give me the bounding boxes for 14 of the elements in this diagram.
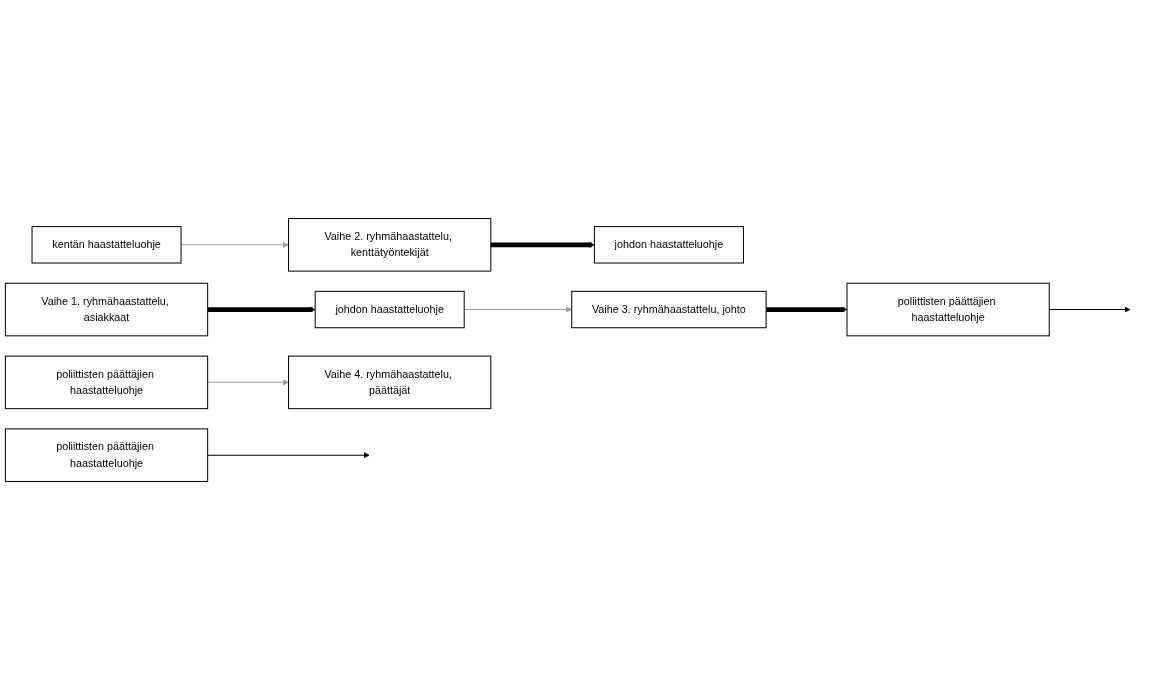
- arrow: [490, 241, 595, 248]
- node-box: Vaihe 2. ryhmähaastattelu, kenttätyöntekijät: [288, 218, 492, 272]
- node-box: johdon haastatteluohje: [593, 226, 744, 264]
- node-box: poliittisten päättäjien haastatteluohje: [846, 282, 1050, 337]
- node-box: poliittisten päättäjien haastatteluohje: [4, 428, 209, 482]
- node-box: johdon haastatteluohje: [314, 290, 465, 329]
- node-box: Vaihe 3. ryhmähaastattelu, johto: [571, 290, 767, 329]
- arrow: [207, 379, 289, 386]
- node-box: poliittisten päättäjien haastatteluohje: [4, 355, 209, 410]
- node-box: kentän haastatteluohje: [31, 226, 182, 264]
- arrow: [207, 452, 370, 459]
- arrow: [207, 306, 316, 313]
- node-box: Vaihe 1. ryhmähaastattelu, asiakkaat: [4, 282, 209, 337]
- node-box: Vaihe 4. ryhmähaastattelu, päättäjät: [288, 355, 492, 410]
